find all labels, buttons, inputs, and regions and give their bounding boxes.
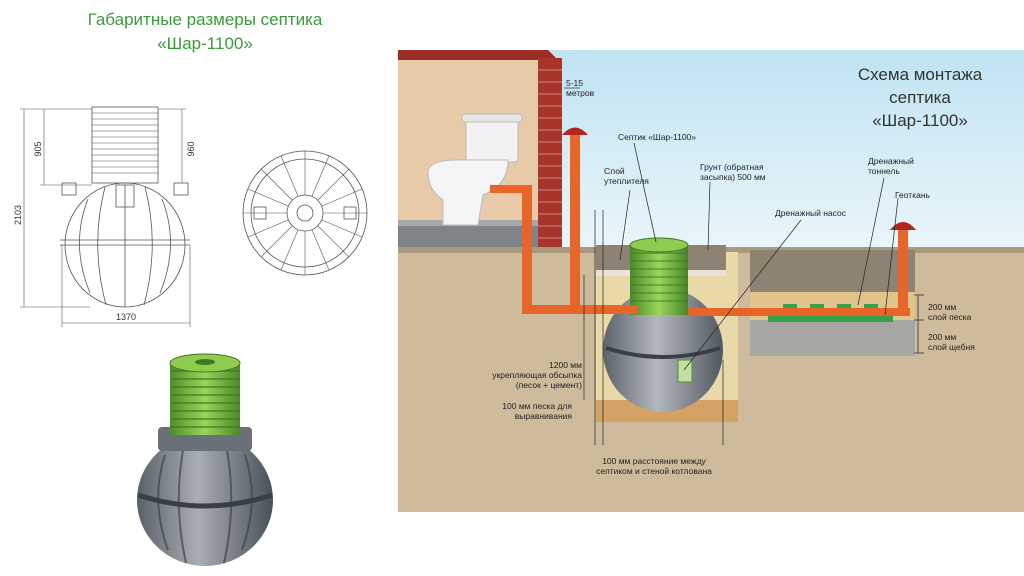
dim-total-height: 2103 <box>13 205 23 225</box>
scheme-title: Схема монтажа септика «Шар-1100» <box>835 63 1005 132</box>
installation-scheme <box>398 50 1024 512</box>
label-geotextile: Геоткань <box>895 190 930 200</box>
dim-width: 1370 <box>116 312 136 322</box>
label-sand-layer-line1: 200 мм <box>928 302 957 312</box>
toilet-icon <box>427 113 523 226</box>
label-gap: 100 мм расстояние между септиком и стено… <box>584 456 724 476</box>
tank-3d-render <box>137 353 273 566</box>
label-distance: 5-15 метров <box>566 78 594 98</box>
label-septic: Септик «Шар-1100» <box>618 132 696 142</box>
label-casing-line1: 1200 мм <box>549 360 582 370</box>
scheme-title-line2: септика <box>889 88 951 107</box>
label-casing: 1200 мм укрепляющая обсыпка (песок + цем… <box>488 360 582 390</box>
label-gravel-layer-line2: слой щебня <box>928 342 975 352</box>
label-distance-line1: 5-15 <box>566 78 584 88</box>
label-drain-tunnel-line2: тоннель <box>868 166 900 176</box>
label-sand-base-line2: выравнивания <box>514 411 572 421</box>
top-view-drawing <box>242 150 368 276</box>
label-soil-line2: засыпка) 500 мм <box>700 172 766 182</box>
label-casing-line3: (песок + цемент) <box>515 380 582 390</box>
label-drain-tunnel: Дренажный тоннель <box>868 156 914 176</box>
label-insulation: Слой утеплителя <box>604 166 649 186</box>
dimensions-title-line2: «Шар-1100» <box>157 34 253 53</box>
label-sand-base: 100 мм песка для выравнивания <box>478 401 572 421</box>
label-distance-line2: метров <box>566 88 595 98</box>
label-drain-pump: Дренажный насос <box>775 208 846 218</box>
label-gravel-layer-line1: 200 мм <box>928 332 957 342</box>
label-insulation-line1: Слой <box>604 166 625 176</box>
dim-neck-left: 905 <box>33 141 43 156</box>
label-casing-line2: укрепляющая обсыпка <box>492 370 582 380</box>
label-soil-line1: Грунт (обратная <box>700 162 764 172</box>
side-elevation-drawing: 2103 905 960 1370 <box>13 106 196 327</box>
dimensions-title-line1: Габаритные размеры септика <box>87 10 323 29</box>
label-soil: Грунт (обратная засыпка) 500 мм <box>700 162 766 182</box>
label-gap-line1: 100 мм расстояние между <box>602 456 706 466</box>
scheme-title-line1: Схема монтажа <box>857 65 983 84</box>
label-sand-layer: 200 мм слой песка <box>928 302 971 322</box>
label-drain-tunnel-line1: Дренажный <box>868 156 914 166</box>
label-gap-line2: септиком и стеной котлована <box>596 466 712 476</box>
label-gravel-layer: 200 мм слой щебня <box>928 332 975 352</box>
label-sand-layer-line2: слой песка <box>928 312 972 322</box>
dim-neck-right: 960 <box>186 141 196 156</box>
dimensions-title: Габаритные размеры септика «Шар-1100» <box>40 8 370 56</box>
scheme-title-line3: «Шар-1100» <box>872 111 968 130</box>
label-insulation-line2: утеплителя <box>604 176 649 186</box>
label-sand-base-line1: 100 мм песка для <box>502 401 572 411</box>
